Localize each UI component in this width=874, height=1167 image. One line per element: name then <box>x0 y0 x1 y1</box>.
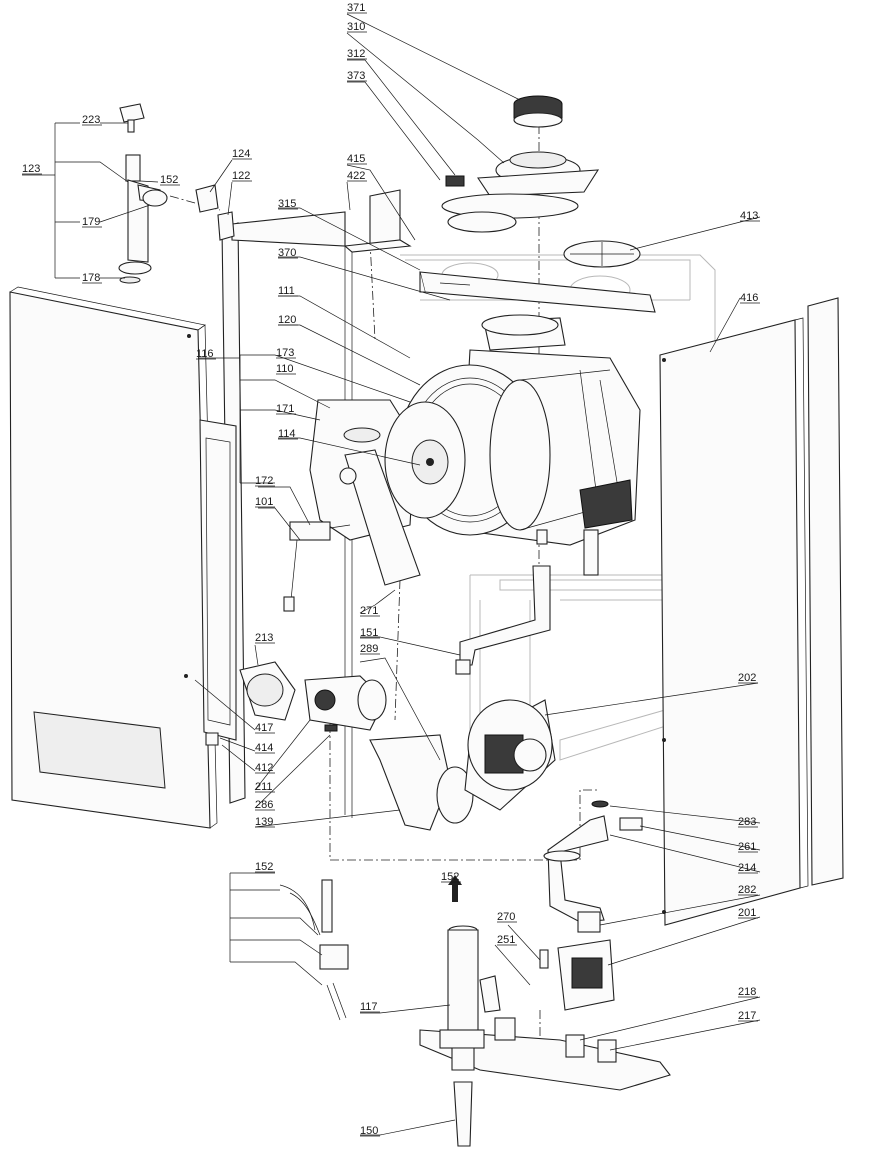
heat-exchanger <box>397 314 641 576</box>
left-side-panel <box>199 222 246 804</box>
gas-valve-assembly <box>539 800 643 1011</box>
callout-label-152a: 152 <box>160 174 178 186</box>
callout-label-111: 111 <box>278 285 295 297</box>
callout-labels: 371 310 312 373 223 123 152 179 178 124 122 415 422 3… <box>22 2 760 1137</box>
callout-label-124: 124 <box>232 148 250 160</box>
callout-label-173: 173 <box>276 347 294 359</box>
callout-label-218: 218 <box>738 986 756 998</box>
callout-label-415: 415 <box>347 153 365 165</box>
callout-label-213: 213 <box>255 632 273 644</box>
right-side-panel <box>659 297 844 926</box>
callout-label-202: 202 <box>738 672 756 684</box>
callout-label-412: 412 <box>255 762 273 774</box>
callout-label-223: 223 <box>82 114 100 126</box>
air-box-cover <box>419 271 656 313</box>
burner-door <box>309 399 466 586</box>
callout-label-315: 315 <box>278 198 296 210</box>
callout-label-286: 286 <box>255 799 273 811</box>
callout-label-251: 251 <box>497 934 515 946</box>
callout-label-139: 139 <box>255 816 273 828</box>
front-casing <box>9 286 218 829</box>
callout-label-152c: 152 <box>441 871 459 883</box>
callout-label-422: 422 <box>347 170 365 182</box>
callout-label-201: 201 <box>738 907 756 919</box>
callout-label-214: 214 <box>738 862 756 874</box>
callout-label-271: 271 <box>360 605 378 617</box>
flue-assembly <box>441 95 641 268</box>
pressure-relief-assembly <box>118 103 235 284</box>
callout-label-122: 122 <box>232 170 250 182</box>
callout-label-312: 312 <box>347 48 365 60</box>
gas-pipe <box>455 565 551 675</box>
callout-label-114: 114 <box>278 428 296 440</box>
casing-window <box>33 711 166 789</box>
callout-label-283: 283 <box>738 816 756 828</box>
callout-label-211: 211 <box>255 781 273 793</box>
callout-label-178: 178 <box>82 272 100 284</box>
fan-assembly <box>369 699 556 831</box>
callout-label-289: 289 <box>360 643 378 655</box>
callout-label-117: 117 <box>360 1001 378 1013</box>
callout-label-101: 101 <box>255 496 273 508</box>
ignition-electrodes <box>283 521 351 612</box>
callout-label-116: 116 <box>196 348 214 360</box>
callout-label-110: 110 <box>276 363 294 375</box>
callout-label-416: 416 <box>740 292 758 304</box>
callout-label-371: 371 <box>347 2 365 14</box>
callout-label-261: 261 <box>738 841 756 853</box>
plate-heat-exchanger <box>439 875 485 1147</box>
callout-label-414: 414 <box>255 742 273 754</box>
callout-label-413: 413 <box>740 210 758 222</box>
callout-label-120: 120 <box>278 314 296 326</box>
casing-screw <box>184 674 188 678</box>
callout-label-270: 270 <box>497 911 515 923</box>
callout-label-217: 217 <box>738 1010 756 1022</box>
callout-label-150: 150 <box>360 1125 378 1137</box>
callout-label-179: 179 <box>82 216 100 228</box>
callout-label-152b: 152 <box>255 861 273 873</box>
callout-label-151: 151 <box>360 627 378 639</box>
callout-label-310: 310 <box>347 21 365 33</box>
sensor-cables <box>279 879 349 1021</box>
callout-label-373: 373 <box>347 70 365 82</box>
callout-label-370: 370 <box>278 247 296 259</box>
callout-label-282: 282 <box>738 884 756 896</box>
callout-label-123: 123 <box>22 163 40 175</box>
callout-label-417: 417 <box>255 722 273 734</box>
left-components <box>205 661 387 746</box>
callout-label-172: 172 <box>255 475 273 487</box>
callout-label-171: 171 <box>276 403 294 415</box>
